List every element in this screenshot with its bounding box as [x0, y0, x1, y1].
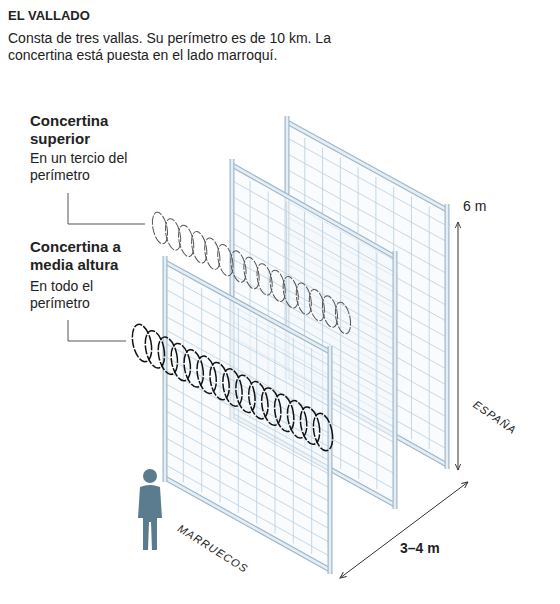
concertina-coil — [284, 399, 310, 440]
dimension-lines — [340, 222, 468, 578]
mesh-wire — [232, 181, 395, 273]
mesh-wire — [165, 384, 330, 475]
concertina-coil — [142, 329, 168, 370]
mesh-wire — [256, 318, 257, 523]
concertina-coil — [129, 323, 155, 364]
height-dimension — [458, 222, 459, 470]
fence-post — [165, 262, 330, 352]
mesh-wire — [340, 232, 341, 469]
mesh-wire — [275, 328, 276, 533]
mesh-wire — [165, 465, 330, 557]
mesh-wire — [165, 397, 330, 488]
fence-mesh — [165, 276, 330, 557]
title: EL VALLADO — [8, 8, 90, 23]
mesh-wire — [311, 348, 312, 554]
mesh-wire — [165, 316, 330, 407]
concertina-coil — [233, 373, 259, 414]
concertina-coil — [207, 361, 233, 402]
mesh-wire — [165, 343, 330, 434]
mesh-wire — [358, 243, 359, 479]
fence-post — [287, 122, 447, 210]
fence-post — [329, 346, 332, 574]
fence-post — [328, 346, 333, 574]
fence-post — [445, 204, 450, 469]
mesh-wire — [429, 206, 430, 449]
concertina-coil — [220, 367, 246, 408]
fence-post — [165, 262, 330, 352]
leader-line — [68, 320, 126, 341]
concertina-coil — [310, 412, 336, 453]
leader-line — [68, 193, 145, 224]
fence — [165, 256, 330, 574]
concertina-coil — [259, 386, 285, 427]
side-label: MARRUECOS — [176, 522, 251, 575]
fence-post — [232, 165, 395, 257]
fence-post — [287, 122, 447, 210]
concertina-coil — [297, 405, 323, 446]
mesh-wire — [411, 196, 412, 439]
mesh-wire — [238, 308, 239, 513]
mesh-wire — [165, 438, 330, 530]
concertina-coil — [246, 380, 272, 421]
fence-post — [394, 251, 397, 509]
mesh-wire — [165, 370, 330, 461]
concertina-coil — [333, 301, 353, 335]
concertina-coil — [168, 342, 194, 383]
concertina-coil — [155, 335, 181, 376]
callout-heading: Concertina a media altura — [30, 238, 155, 274]
depth-dimension — [340, 482, 468, 578]
fence-post — [232, 165, 395, 257]
mesh-wire — [165, 303, 330, 393]
concertina-coil — [194, 354, 220, 395]
fence-post — [393, 251, 398, 509]
callout-note: En un tercio del perímetro — [30, 150, 142, 184]
mesh-wire — [293, 338, 294, 544]
dimension-label: 3–4 m — [400, 540, 440, 556]
dimension-label: 6 m — [463, 198, 486, 214]
person-silhouette — [138, 469, 162, 550]
fence-post — [446, 204, 449, 469]
concertina-coil — [271, 392, 297, 433]
mesh-wire — [165, 357, 330, 448]
mesh-wire — [201, 288, 202, 492]
mesh-wire — [376, 253, 377, 489]
fences — [165, 116, 447, 574]
mesh-wire — [220, 298, 221, 503]
fence-post — [165, 478, 330, 570]
callout-heading: Concertina superior — [30, 112, 155, 148]
fence-panel — [165, 262, 330, 570]
mesh-wire — [165, 276, 330, 366]
mesh-wire — [165, 411, 330, 502]
concertina-coil — [181, 348, 207, 389]
callout-note: En todo el perímetro — [30, 278, 135, 312]
concertina-coils — [129, 211, 353, 453]
side-label: ESPAÑA — [471, 398, 519, 436]
fence-post — [165, 478, 330, 570]
caption: Consta de tres vallas. Su perímetro es d… — [8, 30, 348, 64]
